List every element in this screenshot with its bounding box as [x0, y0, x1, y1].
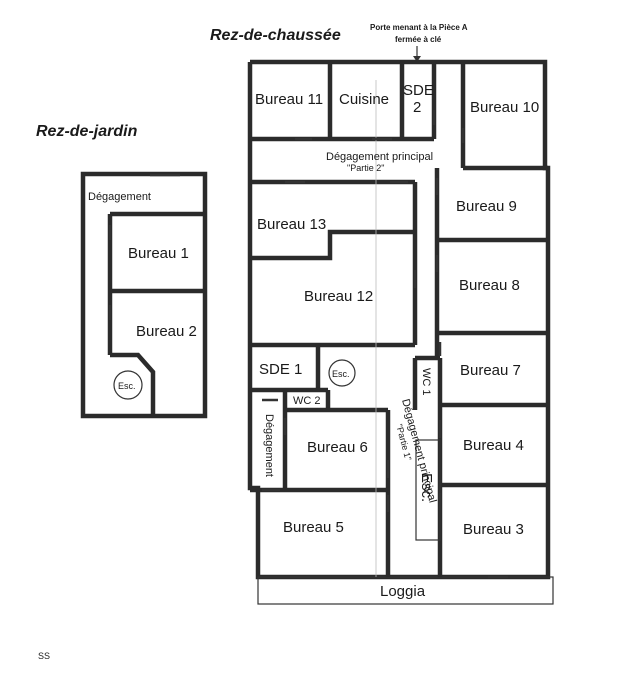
bureau9-label: Bureau 9: [456, 198, 517, 215]
cuisine-label: Cuisine: [339, 91, 389, 108]
ground-floor-title: Rez-de-chaussée: [210, 27, 341, 44]
bureau3-label: Bureau 3: [463, 521, 524, 538]
garden-esc-label: Esc.: [118, 381, 136, 391]
loggia-label: Loggia: [380, 583, 426, 600]
garden-floor-plan: Dégagement Bureau 1 Bureau 2 Esc.: [80, 171, 208, 419]
wc1-label: WC 1: [420, 368, 432, 396]
wall: [250, 229, 415, 261]
wc2-label: WC 2: [293, 395, 321, 407]
garden-bureau1-label: Bureau 1: [128, 245, 189, 262]
locked-door-note-line2: fermée à clé: [395, 35, 442, 44]
bureau4-label: Bureau 4: [463, 437, 524, 454]
stair-circle: [328, 359, 356, 387]
garden-floor-title: Rez-de-jardin: [36, 123, 138, 140]
bureau5-label: Bureau 5: [283, 519, 344, 536]
partie2-label: "Partie 2": [347, 163, 384, 173]
garden-bureau2-label: Bureau 2: [136, 323, 197, 340]
bureau13-label: Bureau 13: [257, 216, 326, 233]
garden-outer-wall: [80, 171, 208, 419]
bureau8-label: Bureau 8: [459, 277, 520, 294]
degagement-principal-label: Dégagement principal: [326, 151, 433, 163]
ground-floor-plan: Bureau 11 Cuisine SDE 2 Bureau 10 Dégage…: [247, 59, 554, 605]
footer-mark: SS: [38, 651, 50, 661]
bureau6-label: Bureau 6: [307, 439, 368, 456]
degagement-label: Dégagement: [263, 414, 275, 477]
sde2-label-line1: SDE: [403, 82, 434, 99]
esc-circle-label: Esc.: [332, 369, 350, 379]
sde1-label: SDE 1: [259, 361, 302, 378]
bureau7-label: Bureau 7: [460, 362, 521, 379]
bureau12-label: Bureau 12: [304, 288, 373, 305]
stair-circle: [113, 370, 143, 400]
garden-degagement-label: Dégagement: [88, 191, 151, 203]
bureau11-label: Bureau 11: [255, 91, 323, 108]
arrow-down-icon: [413, 46, 421, 62]
sde2-label-line2: 2: [413, 99, 421, 116]
stair-rect: [415, 439, 441, 541]
garden-wall: [110, 352, 156, 416]
bureau10-label: Bureau 10: [470, 99, 539, 116]
locked-door-note-line1: Porte menant à la Pièce A: [370, 23, 468, 32]
esc-rect-label: Esc.: [418, 473, 435, 502]
